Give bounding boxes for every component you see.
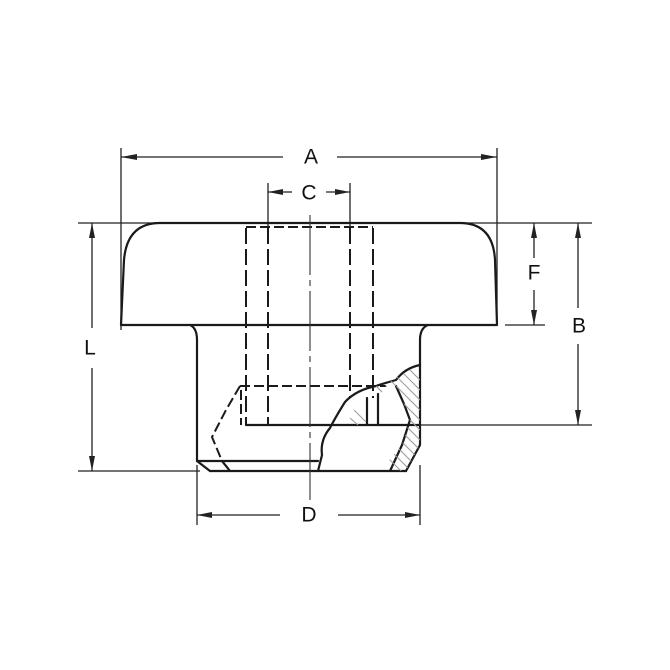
dimension-label-d: D [299, 503, 319, 527]
hidden-bore [210, 226, 386, 472]
part-outline [119, 221, 499, 473]
dimension-lines [89, 154, 581, 518]
shank-right [404, 323, 430, 473]
dimension-label-f: F [525, 261, 543, 285]
shank-left [188, 323, 212, 473]
dimension-label-c: C [299, 181, 319, 205]
dimension-label-b: B [569, 314, 589, 338]
dimension-label-a: A [301, 145, 321, 169]
head-outline [119, 221, 499, 327]
dimension-label-l: L [82, 336, 98, 360]
extension-lines [78, 148, 592, 525]
